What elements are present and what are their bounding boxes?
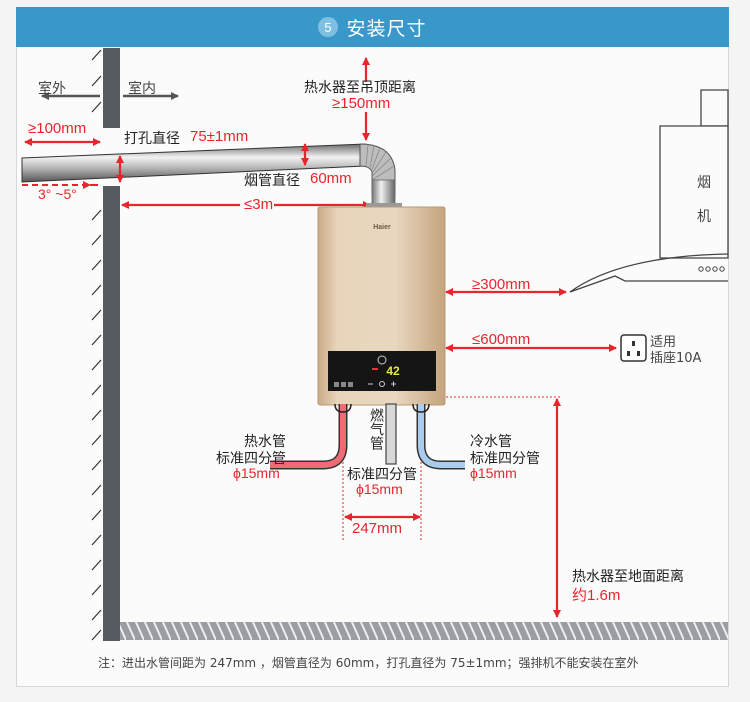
step-number-badge: 5 bbox=[318, 17, 339, 37]
footnote: 注：进出水管间距为 247mm ，烟管直径为 60mm，打孔直径为 75±1mm… bbox=[98, 656, 639, 670]
temperature-display: 42 bbox=[386, 364, 400, 378]
floor-distance-value: 约1.6m bbox=[572, 587, 621, 604]
range-hood-label-2: 机 bbox=[697, 209, 711, 225]
gas-pipe-spec: 标准四分管 bbox=[347, 467, 417, 483]
hot-pipe-diameter: ϕ15mm bbox=[233, 465, 280, 481]
flue-diameter-label: 烟管直径 bbox=[244, 173, 300, 189]
cold-pipe-name: 冷水管 bbox=[470, 434, 512, 450]
socket-icon bbox=[620, 334, 647, 362]
section-header: 5 安装尺寸 bbox=[16, 7, 729, 47]
gas-pipe bbox=[385, 403, 397, 465]
hole-diameter-label: 打孔直径 bbox=[124, 131, 180, 147]
pipe-spacing-dim: 247mm bbox=[352, 520, 403, 537]
brand-logo: Haier bbox=[373, 224, 391, 231]
floor-distance-label: 热水器至地面距离 bbox=[572, 569, 684, 585]
cold-pipe-spec: 标准四分管 bbox=[470, 451, 540, 467]
dimension-lines bbox=[24, 57, 617, 618]
socket-distance-dim: ≤600mm bbox=[472, 331, 531, 348]
outdoor-label: 室外 bbox=[38, 81, 66, 97]
range-hood-label-1: 烟 bbox=[697, 175, 711, 191]
cold-water-pipe bbox=[418, 404, 465, 468]
section-title: 安装尺寸 bbox=[346, 17, 427, 40]
hot-pipe-name: 热水管 bbox=[244, 434, 286, 450]
indoor-label: 室内 bbox=[128, 81, 156, 97]
gas-pipe-diameter: ϕ15mm bbox=[356, 481, 403, 497]
socket-label-line2: 插座10A bbox=[650, 351, 702, 366]
slope-dim: 3° ~5° bbox=[38, 186, 77, 202]
hot-pipe-spec: 标准四分管 bbox=[216, 451, 286, 467]
socket-label-line1: 适用 bbox=[650, 335, 677, 350]
hood-lights bbox=[698, 266, 725, 272]
floor bbox=[120, 622, 728, 640]
cold-pipe-diameter: ϕ15mm bbox=[470, 465, 517, 481]
hood-distance-dim: ≥300mm bbox=[472, 276, 531, 293]
wall bbox=[91, 48, 120, 641]
ceiling-distance-label: 热水器至吊顶距离 bbox=[304, 80, 416, 96]
range-hood bbox=[569, 89, 729, 293]
ceiling-distance-value: ≥150mm bbox=[332, 95, 391, 112]
flue-length-dim: ≤3m bbox=[244, 196, 274, 213]
hole-diameter-value: 75±1mm bbox=[190, 128, 249, 145]
gas-pipe-name: 燃气管 bbox=[368, 408, 384, 450]
flue-vertical bbox=[371, 179, 396, 207]
outside-extension-dim: ≥100mm bbox=[28, 120, 87, 137]
flue-diameter-value: 60mm bbox=[310, 170, 352, 187]
water-heater bbox=[317, 203, 446, 406]
hot-water-pipe bbox=[270, 404, 346, 468]
